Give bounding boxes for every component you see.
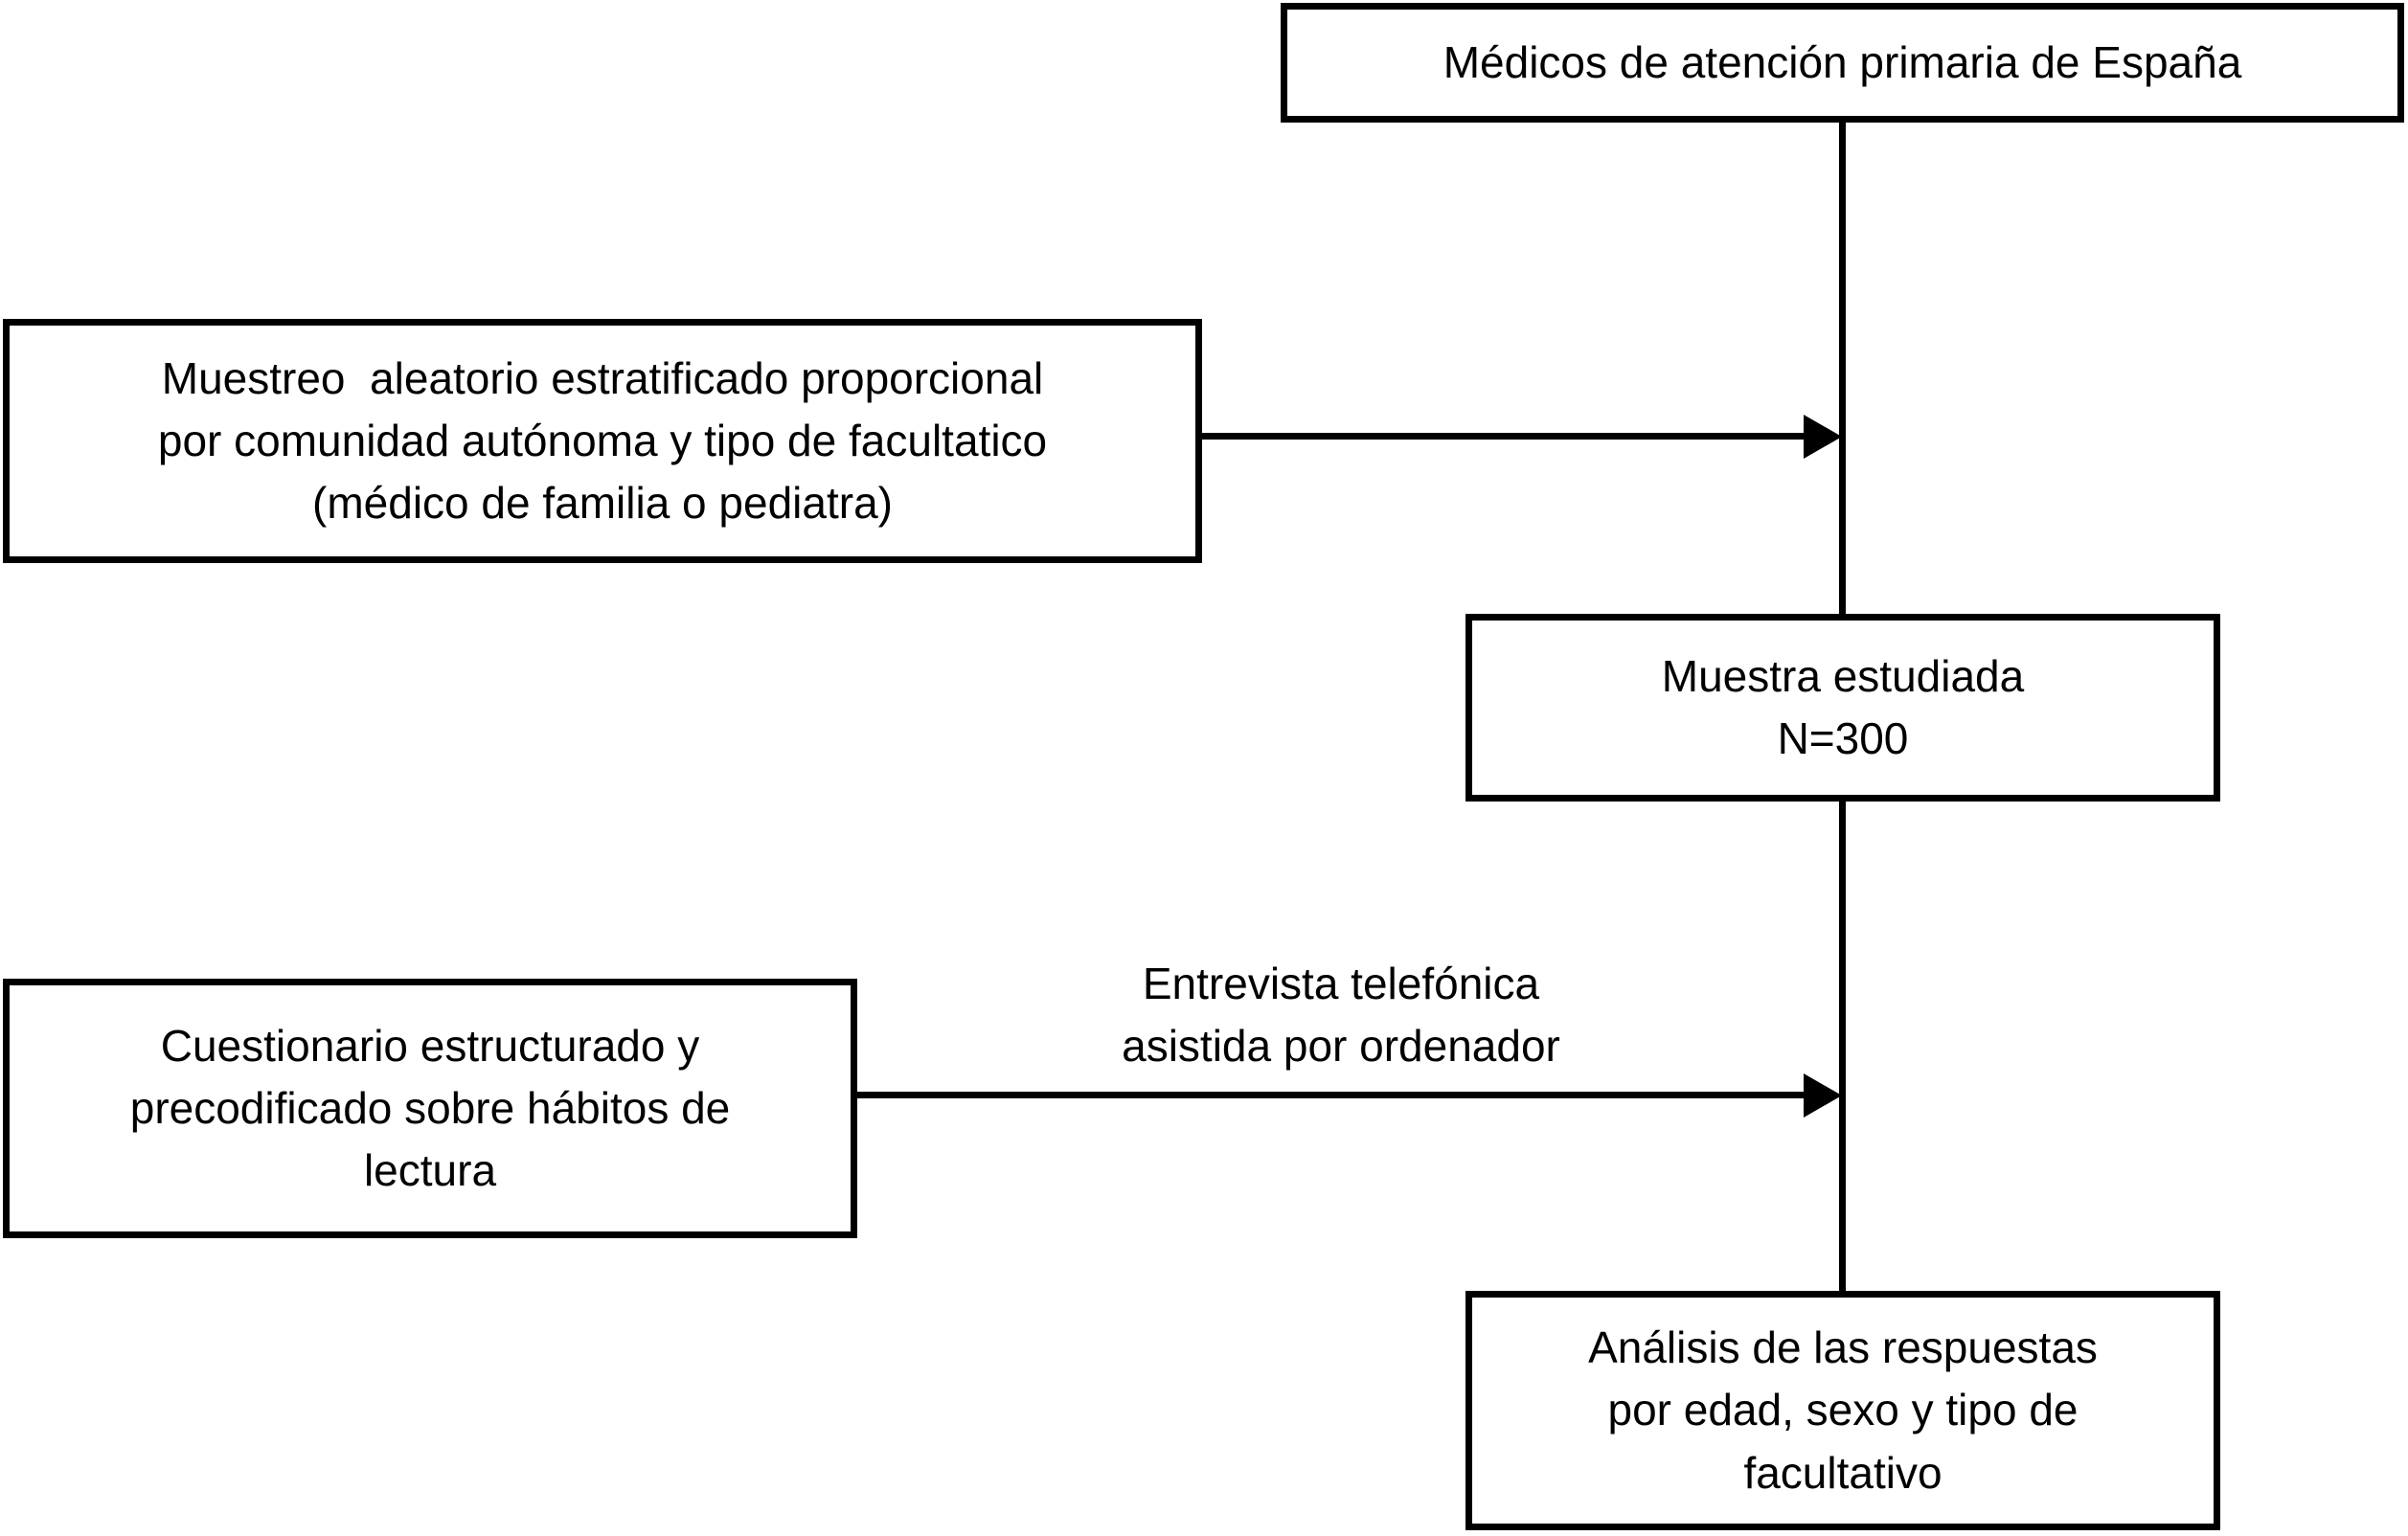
connector-questionnaire-line: [857, 1092, 1807, 1098]
node-sample-studied: Muestra estudiada N=300: [1465, 614, 2220, 802]
node-sampling: Muestreo aleatorio estratificado proporc…: [3, 319, 1202, 563]
node-questionnaire: Cuestionario estructurado y precodificad…: [3, 979, 857, 1238]
node-population-label: Médicos de atención primaria de España: [1443, 36, 2242, 87]
arrowhead-questionnaire-icon: [1804, 1073, 1842, 1118]
node-sample-studied-label: Muestra estudiada N=300: [1661, 650, 2025, 763]
connector-sampling-line: [1202, 433, 1807, 440]
node-population: Médicos de atención primaria de España: [1281, 3, 2404, 123]
node-sampling-label: Muestreo aleatorio estratificado proporc…: [157, 352, 1048, 529]
edge-label-interview: Entrevista telefónica asistida por orden…: [1122, 959, 1560, 1072]
node-analysis-label: Análisis de las respuestas por edad, sex…: [1588, 1322, 2098, 1498]
node-questionnaire-label: Cuestionario estructurado y precodificad…: [129, 1020, 731, 1196]
node-analysis: Análisis de las respuestas por edad, sex…: [1465, 1291, 2220, 1530]
arrowhead-sampling-icon: [1804, 415, 1842, 459]
